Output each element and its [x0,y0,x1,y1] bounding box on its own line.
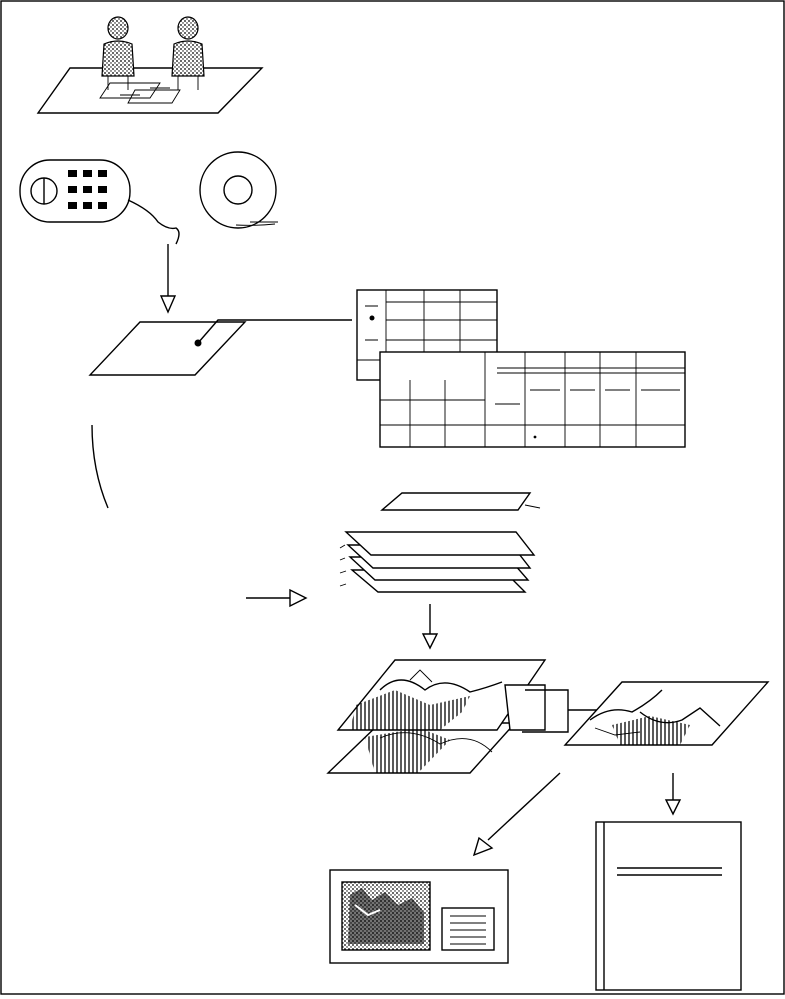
attribute-tables [356,289,686,448]
document-icon [595,821,742,991]
workflow-arc [91,424,109,509]
arrow-to-report [664,773,682,816]
tape-reel-icon [199,151,278,229]
survey-people-icon [36,16,264,114]
arrow-to-overlay [421,604,439,650]
monitor-icon [329,869,509,964]
data-layers-stack [246,492,541,608]
digitizing-tablet [88,319,352,376]
map-overlay [326,659,770,774]
arrow-to-screen [472,772,561,857]
arrow-to-tablet [159,244,177,314]
keyboard-terminal-icon [19,159,180,245]
